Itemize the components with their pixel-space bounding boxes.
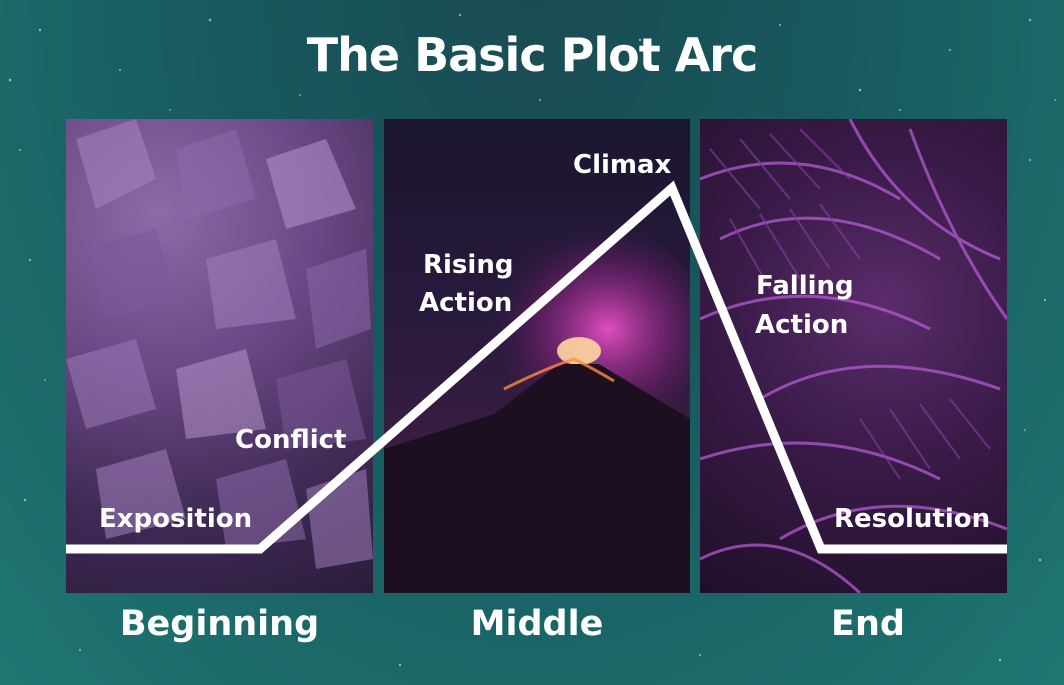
amethyst-crystals-texture	[66, 119, 373, 569]
end-panel-palm-leaves-image	[700, 119, 1007, 593]
middle-panel-volcano-image	[384, 119, 690, 593]
stage-rising-action-line2: Action	[419, 288, 513, 318]
section-end: End	[831, 604, 905, 644]
stage-rising-action-line1: Rising	[423, 250, 514, 280]
stage-conflict: Conflict	[235, 425, 347, 455]
stage-exposition: Exposition	[99, 504, 253, 534]
stage-resolution: Resolution	[834, 504, 991, 534]
palm-leaves-texture	[700, 119, 1007, 593]
section-beginning: Beginning	[119, 604, 320, 644]
stage-climax: Climax	[573, 150, 672, 180]
page-title: The Basic Plot Arc	[306, 28, 759, 82]
volcano-eruption-scene	[384, 219, 690, 593]
section-middle: Middle	[470, 604, 604, 644]
stage-falling-action-line1: Falling	[756, 271, 854, 301]
stage-falling-action-line2: Action	[755, 310, 849, 340]
beginning-panel-amethyst-image	[66, 119, 373, 593]
